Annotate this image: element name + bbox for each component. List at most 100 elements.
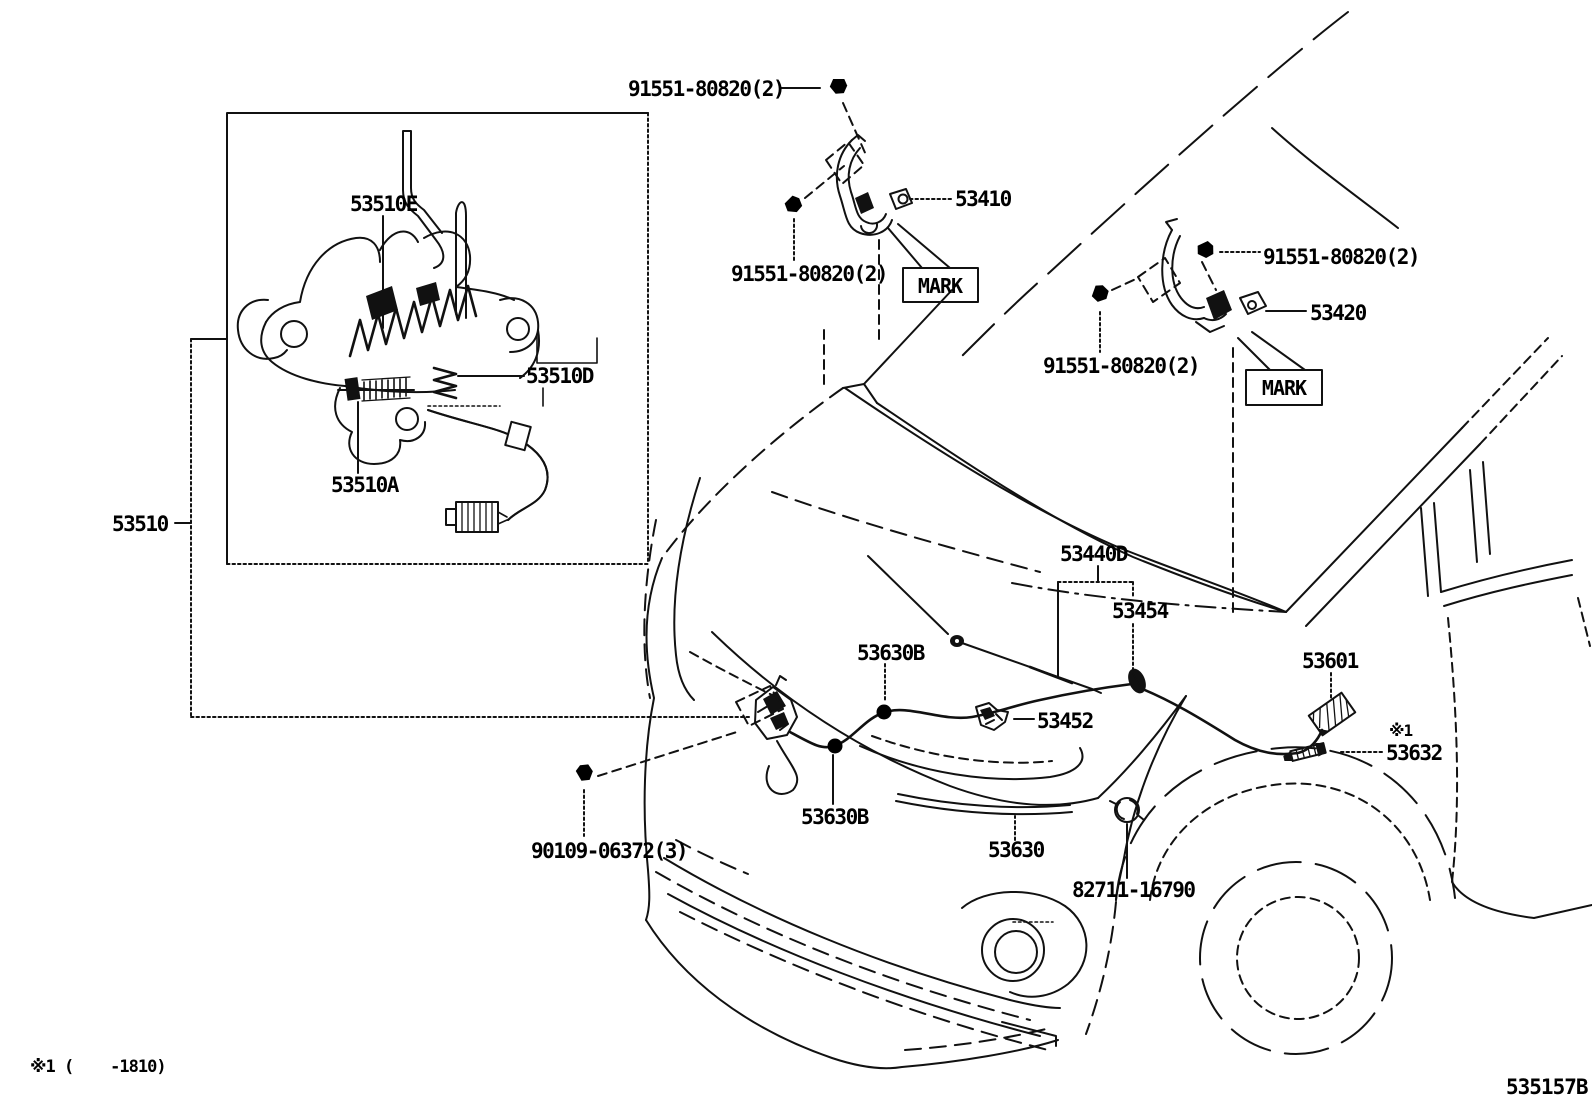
part-label-53632[interactable]: 53632 — [1386, 741, 1443, 765]
rocker-panel — [1451, 881, 1592, 919]
lock-striker-bar — [402, 130, 445, 269]
inset-box-border-dotted — [226, 112, 649, 565]
hood-cowl-edge — [844, 387, 1287, 613]
roof-line — [961, 11, 1349, 357]
mark-box — [1245, 369, 1323, 406]
fender-left-line — [673, 477, 701, 701]
bumper-lip — [1001, 1021, 1057, 1047]
footnote-applicability: ※1 ( -1810) — [30, 1057, 166, 1077]
part-label-53630b-1[interactable]: 53630B — [857, 641, 926, 665]
part-label-91551-3[interactable]: 91551-80820(2) — [1263, 245, 1421, 269]
foglamp-outer — [981, 918, 1045, 982]
a-pillar-dashes — [1461, 337, 1563, 445]
part-label-91551-top[interactable]: 91551-80820(2) — [628, 77, 786, 101]
cable-bracket-lines — [536, 333, 598, 407]
hood-panel — [643, 383, 1287, 921]
mark-boxes — [902, 267, 1323, 406]
hood-crease — [867, 555, 949, 635]
part-label-53510[interactable]: 53510 — [112, 512, 170, 536]
part-label-53452[interactable]: 53452 — [1037, 709, 1094, 733]
ref-marker-1: ※1 — [1389, 721, 1413, 740]
release-cable-and-fittings — [788, 635, 1357, 823]
door-window-frame — [1420, 461, 1491, 597]
cowl-line — [1011, 582, 1287, 613]
front-bumper — [645, 651, 1187, 1070]
bolt-icons — [574, 76, 1220, 784]
foglamp-recess — [961, 890, 1088, 998]
leader-53510a — [337, 389, 415, 474]
pigtail-connector — [445, 501, 508, 533]
lock-part-53510a — [344, 377, 361, 401]
bolt-locator-dashes — [597, 102, 1217, 777]
hood-hinge-53420-part — [1137, 218, 1267, 613]
fender-left-dash — [643, 519, 657, 699]
drawing-number: 535157B — [1506, 1075, 1588, 1099]
front-wheel — [1085, 746, 1456, 1055]
pigtail-bead — [504, 420, 532, 452]
leader-53510-dotted — [190, 338, 753, 718]
leader-53510 — [174, 338, 227, 524]
part-label-53510e[interactable]: 53510E — [350, 192, 419, 216]
cable-clip-53632 — [1283, 742, 1327, 762]
right-mount-ear — [499, 297, 540, 353]
part-label-53601[interactable]: 53601 — [1302, 649, 1360, 673]
lock-body — [265, 230, 515, 323]
foglamp-inner — [994, 930, 1038, 974]
part-label-90109[interactable]: 90109-06372(3) — [531, 839, 689, 863]
part-label-53410[interactable]: 53410 — [955, 187, 1013, 211]
lock-release-hook — [765, 740, 799, 795]
hood-lock-inset — [226, 112, 649, 565]
wheel-rim — [1236, 896, 1360, 1020]
hood-front-edge — [711, 631, 1099, 806]
bolt-icon — [574, 756, 610, 784]
inset-box-border — [226, 112, 649, 565]
bumper-lip-dash — [904, 1027, 1051, 1051]
fender-front-edge — [1097, 695, 1187, 799]
part-label-91551-4[interactable]: 91551-80820(2) — [1043, 354, 1201, 378]
tension-spring-53510d — [432, 366, 458, 400]
bumper-band-3 — [667, 893, 1041, 1037]
mark-box — [902, 267, 979, 303]
wheel-arch-inner — [1149, 782, 1431, 901]
bumper-band-2 — [655, 871, 1031, 1021]
wheel-arch-outer — [1115, 746, 1456, 901]
leader-lines — [174, 87, 1383, 879]
fender-grommet-82711 — [1109, 797, 1145, 823]
a-pillar-lines — [1285, 427, 1481, 627]
leader-mark-1 — [887, 223, 951, 269]
diagram-notes: ※1 ( -1810) 535157B — [30, 1057, 1589, 1099]
hood-hinge-53410-part — [823, 134, 913, 391]
bumper-top-dash — [675, 839, 749, 875]
part-label-53440d[interactable]: 53440D — [1060, 542, 1129, 566]
windshield-curve — [1271, 127, 1399, 229]
part-label-53510a[interactable]: 53510A — [331, 473, 401, 497]
lock-lower-plate — [334, 387, 427, 465]
part-label-53510d[interactable]: 53510D — [526, 364, 595, 388]
part-label-53420[interactable]: 53420 — [1310, 301, 1368, 325]
part-label-53630[interactable]: 53630 — [988, 838, 1046, 862]
part-label-53454[interactable]: 53454 — [1112, 599, 1170, 623]
part-label-91551-2[interactable]: 91551-80820(2) — [731, 262, 889, 286]
leader-53440d-dotted — [1057, 581, 1134, 671]
headlamp-inner — [871, 735, 1053, 764]
headlamp-outline — [859, 745, 1084, 781]
lock-align-box — [735, 685, 784, 727]
wiper-dash-line — [771, 491, 1041, 573]
hinge-align-box — [1137, 257, 1181, 303]
hood-apex — [842, 383, 878, 404]
body-edge-dash — [1577, 597, 1591, 647]
part-label-53630b-2[interactable]: 53630B — [801, 805, 870, 829]
release-lever-53601 — [1307, 691, 1357, 737]
bolt-icon — [1195, 239, 1220, 275]
bumper-return-dash — [1085, 901, 1117, 1035]
cable-hook-53452 — [975, 702, 1009, 731]
beltline — [1440, 559, 1573, 607]
leader-mark-2 — [1237, 331, 1306, 371]
part-label-82711[interactable]: 82711-16790 — [1072, 878, 1197, 902]
hood-lock-on-car — [735, 675, 799, 795]
tire-outline — [1199, 861, 1393, 1055]
hood-cowl-inner — [876, 402, 1287, 613]
door-edge — [1447, 617, 1459, 883]
